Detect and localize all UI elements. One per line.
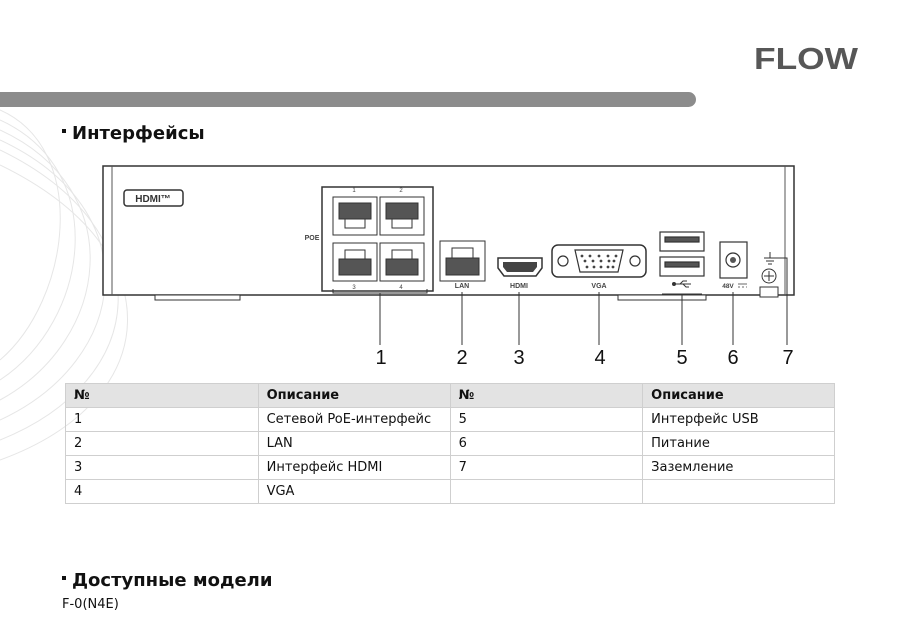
section-title-text: Доступные модели xyxy=(72,570,273,591)
table-cell: Питание xyxy=(642,431,835,456)
dc-symbol-icon xyxy=(738,283,747,288)
section-title-text: Интерфейсы xyxy=(72,123,205,144)
lan-port xyxy=(439,240,486,282)
usb-ports xyxy=(659,231,705,277)
lan-label: LAN xyxy=(455,283,469,290)
table-cell xyxy=(642,479,835,504)
table-cell xyxy=(449,479,644,504)
poe-number-4: 4 xyxy=(399,285,403,291)
table-cell: 5 xyxy=(449,407,644,432)
poe-number-1: 1 xyxy=(352,188,356,194)
rj45-port-4 xyxy=(379,242,425,282)
vga-label: VGA xyxy=(591,283,606,290)
vga-port xyxy=(551,244,647,278)
flow-logo: FLOW xyxy=(754,42,858,72)
table-row: 4 VGA xyxy=(65,479,835,504)
table-cell: 2 xyxy=(65,431,259,456)
poe-number-2: 2 xyxy=(399,188,403,194)
section-title-interfaces: Интерфейсы xyxy=(62,123,205,144)
bullet-icon xyxy=(62,576,66,580)
table-cell: 7 xyxy=(449,455,644,480)
table-header: Описание xyxy=(257,383,451,408)
table-header: № xyxy=(65,383,259,408)
callout-2: 2 xyxy=(456,347,467,369)
usb-icon xyxy=(672,280,691,288)
table-cell: 1 xyxy=(65,407,259,432)
table-row: 1 Сетевой PoE-интерфейс 5 Интерфейс USB xyxy=(65,407,835,432)
hdmi-badge-text: HDMI™ xyxy=(135,194,171,205)
logo-text: FLOW xyxy=(754,42,858,72)
table-cell: Заземление xyxy=(642,455,835,480)
table-cell: 3 xyxy=(65,455,259,480)
table-cell: Сетевой PoE-интерфейс xyxy=(257,407,451,432)
table-cell: 4 xyxy=(65,479,259,504)
bullet-icon xyxy=(62,129,66,133)
section-title-models: Доступные модели xyxy=(62,570,272,591)
foot-right xyxy=(617,294,707,301)
power-jack xyxy=(719,241,748,279)
callout-3: 3 xyxy=(513,347,524,369)
rj45-port-1 xyxy=(332,196,378,236)
table-row: 2 LAN 6 Питание xyxy=(65,431,835,456)
table-cell: VGA xyxy=(257,479,451,504)
hdmi-label: HDMI xyxy=(510,283,528,290)
hdmi-logo-badge xyxy=(123,189,184,207)
table-header: Описание xyxy=(642,383,835,408)
table-header: № xyxy=(449,383,644,408)
interfaces-table: № Описание № Описание 1 Сетевой PoE-инте… xyxy=(65,383,835,504)
rj45-port-2 xyxy=(379,196,425,236)
power-label: 48V xyxy=(722,283,734,290)
poe-rj45-ports xyxy=(332,196,425,282)
callout-7: 7 xyxy=(782,347,793,369)
table-cell: Интерфейс USB xyxy=(642,407,835,432)
foot-left xyxy=(154,294,241,301)
table-cell: Интерфейс HDMI xyxy=(257,455,451,480)
callout-5: 5 xyxy=(676,347,687,369)
callout-6: 6 xyxy=(727,347,738,369)
rj45-port-3 xyxy=(332,242,378,282)
model-name: F-0(N4E) xyxy=(62,597,119,612)
poe-label: POE xyxy=(305,235,320,242)
table-header-row: № Описание № Описание xyxy=(65,383,835,408)
header-bar xyxy=(0,92,696,107)
table-cell: 6 xyxy=(449,431,644,456)
table-cell: LAN xyxy=(257,431,451,456)
poe-number-3: 3 xyxy=(352,285,356,291)
table-row: 3 Интерфейс HDMI 7 Заземление xyxy=(65,455,835,480)
device-rear-panel-diagram: HDMI™ POE 1 2 3 4 LAN xyxy=(102,165,795,369)
callout-4: 4 xyxy=(594,347,605,369)
callout-1: 1 xyxy=(375,347,386,369)
callout-lines xyxy=(332,257,788,345)
ground-terminal-icon xyxy=(759,252,779,298)
